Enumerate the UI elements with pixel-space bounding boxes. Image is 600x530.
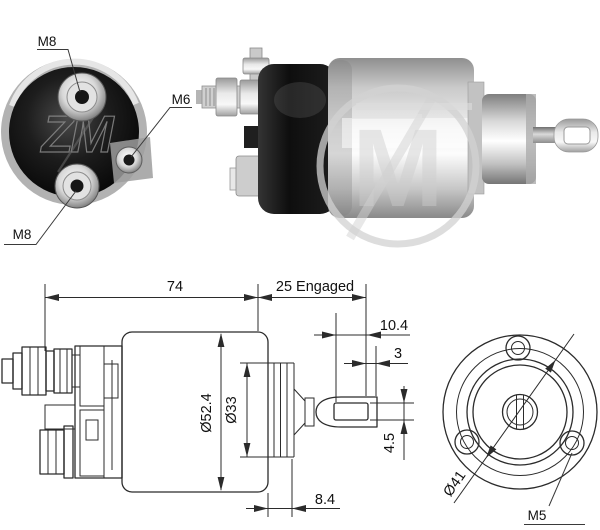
photo-watermark: M xyxy=(316,84,480,248)
label-m5: M5 xyxy=(524,452,585,525)
dim-8-4: 8.4 xyxy=(246,459,340,517)
side-view-drawing: 74 25 Engaged 10.4 3 xyxy=(1,279,414,517)
dim-41-label: Ø41 xyxy=(441,468,470,500)
end-view-terminal-top xyxy=(57,72,107,122)
photo-plunger-fork xyxy=(553,118,599,153)
plunger-eye xyxy=(315,396,378,428)
dim-33-label: Ø33 xyxy=(224,396,240,423)
dim-33: Ø33 xyxy=(224,363,251,457)
end-view-terminal-bottom xyxy=(54,163,100,209)
dim-74-label: 74 xyxy=(167,279,183,295)
dim-25-engaged-label: 25 Engaged xyxy=(276,279,354,295)
side-view-front-flange xyxy=(240,362,295,458)
rim-highlight xyxy=(9,58,139,107)
photo-front-housing xyxy=(482,94,536,184)
dim-52-4-label: Ø52.4 xyxy=(199,393,215,433)
side-view-plunger xyxy=(293,388,378,436)
dim-10-4-label: 10.4 xyxy=(380,318,408,334)
label-terminal-bottom: M8 xyxy=(4,190,77,245)
photo-rear-cap xyxy=(258,64,336,214)
side-view-body xyxy=(121,331,269,493)
front-view-mount-holes xyxy=(454,335,585,456)
dim-3: 3 xyxy=(344,346,408,396)
label-terminal-top: M8 xyxy=(37,34,81,93)
dim-52-4: Ø52.4 xyxy=(199,333,225,491)
dim-4-5-label: 4.5 xyxy=(382,433,398,453)
terminal-bottom-label: M8 xyxy=(13,227,32,242)
dim-10-4: 10.4 xyxy=(314,313,410,402)
plunger-eye-hole xyxy=(333,402,369,421)
front-view-outer-circle xyxy=(442,334,598,490)
side-view-rear-cap xyxy=(44,345,123,479)
leader-line-bottom-m8 xyxy=(4,190,77,245)
leader-line-top-m8 xyxy=(37,49,81,93)
dim-41: Ø41 xyxy=(441,333,575,504)
side-view-top-bolt xyxy=(1,346,81,396)
front-view-drawing: Ø41 M5 xyxy=(441,333,598,525)
label-terminal-side: M6 xyxy=(130,92,192,158)
dim-8-4-label: 8.4 xyxy=(315,492,335,508)
front-view-shaft-boss xyxy=(501,393,539,431)
photo-plunger-rod xyxy=(533,127,556,143)
side-view-lower-bolt xyxy=(39,425,74,479)
end-view-terminal-side xyxy=(110,137,153,183)
terminal-side-label: M6 xyxy=(172,92,191,107)
photo-top-terminals xyxy=(196,47,270,117)
dim-25-engaged: 25 Engaged xyxy=(258,279,367,396)
dim-74: 74 xyxy=(44,279,259,351)
terminal-top-label: M8 xyxy=(38,34,57,49)
dim-4-5: 4.5 xyxy=(370,386,414,460)
mount-thread-label: M5 xyxy=(528,508,547,523)
product-photo: M xyxy=(196,47,599,248)
end-view-face xyxy=(9,67,139,197)
end-view: ZM M8 M6 M8 xyxy=(1,34,192,245)
dim-3-label: 3 xyxy=(394,346,402,362)
leader-line-m6 xyxy=(130,107,192,158)
